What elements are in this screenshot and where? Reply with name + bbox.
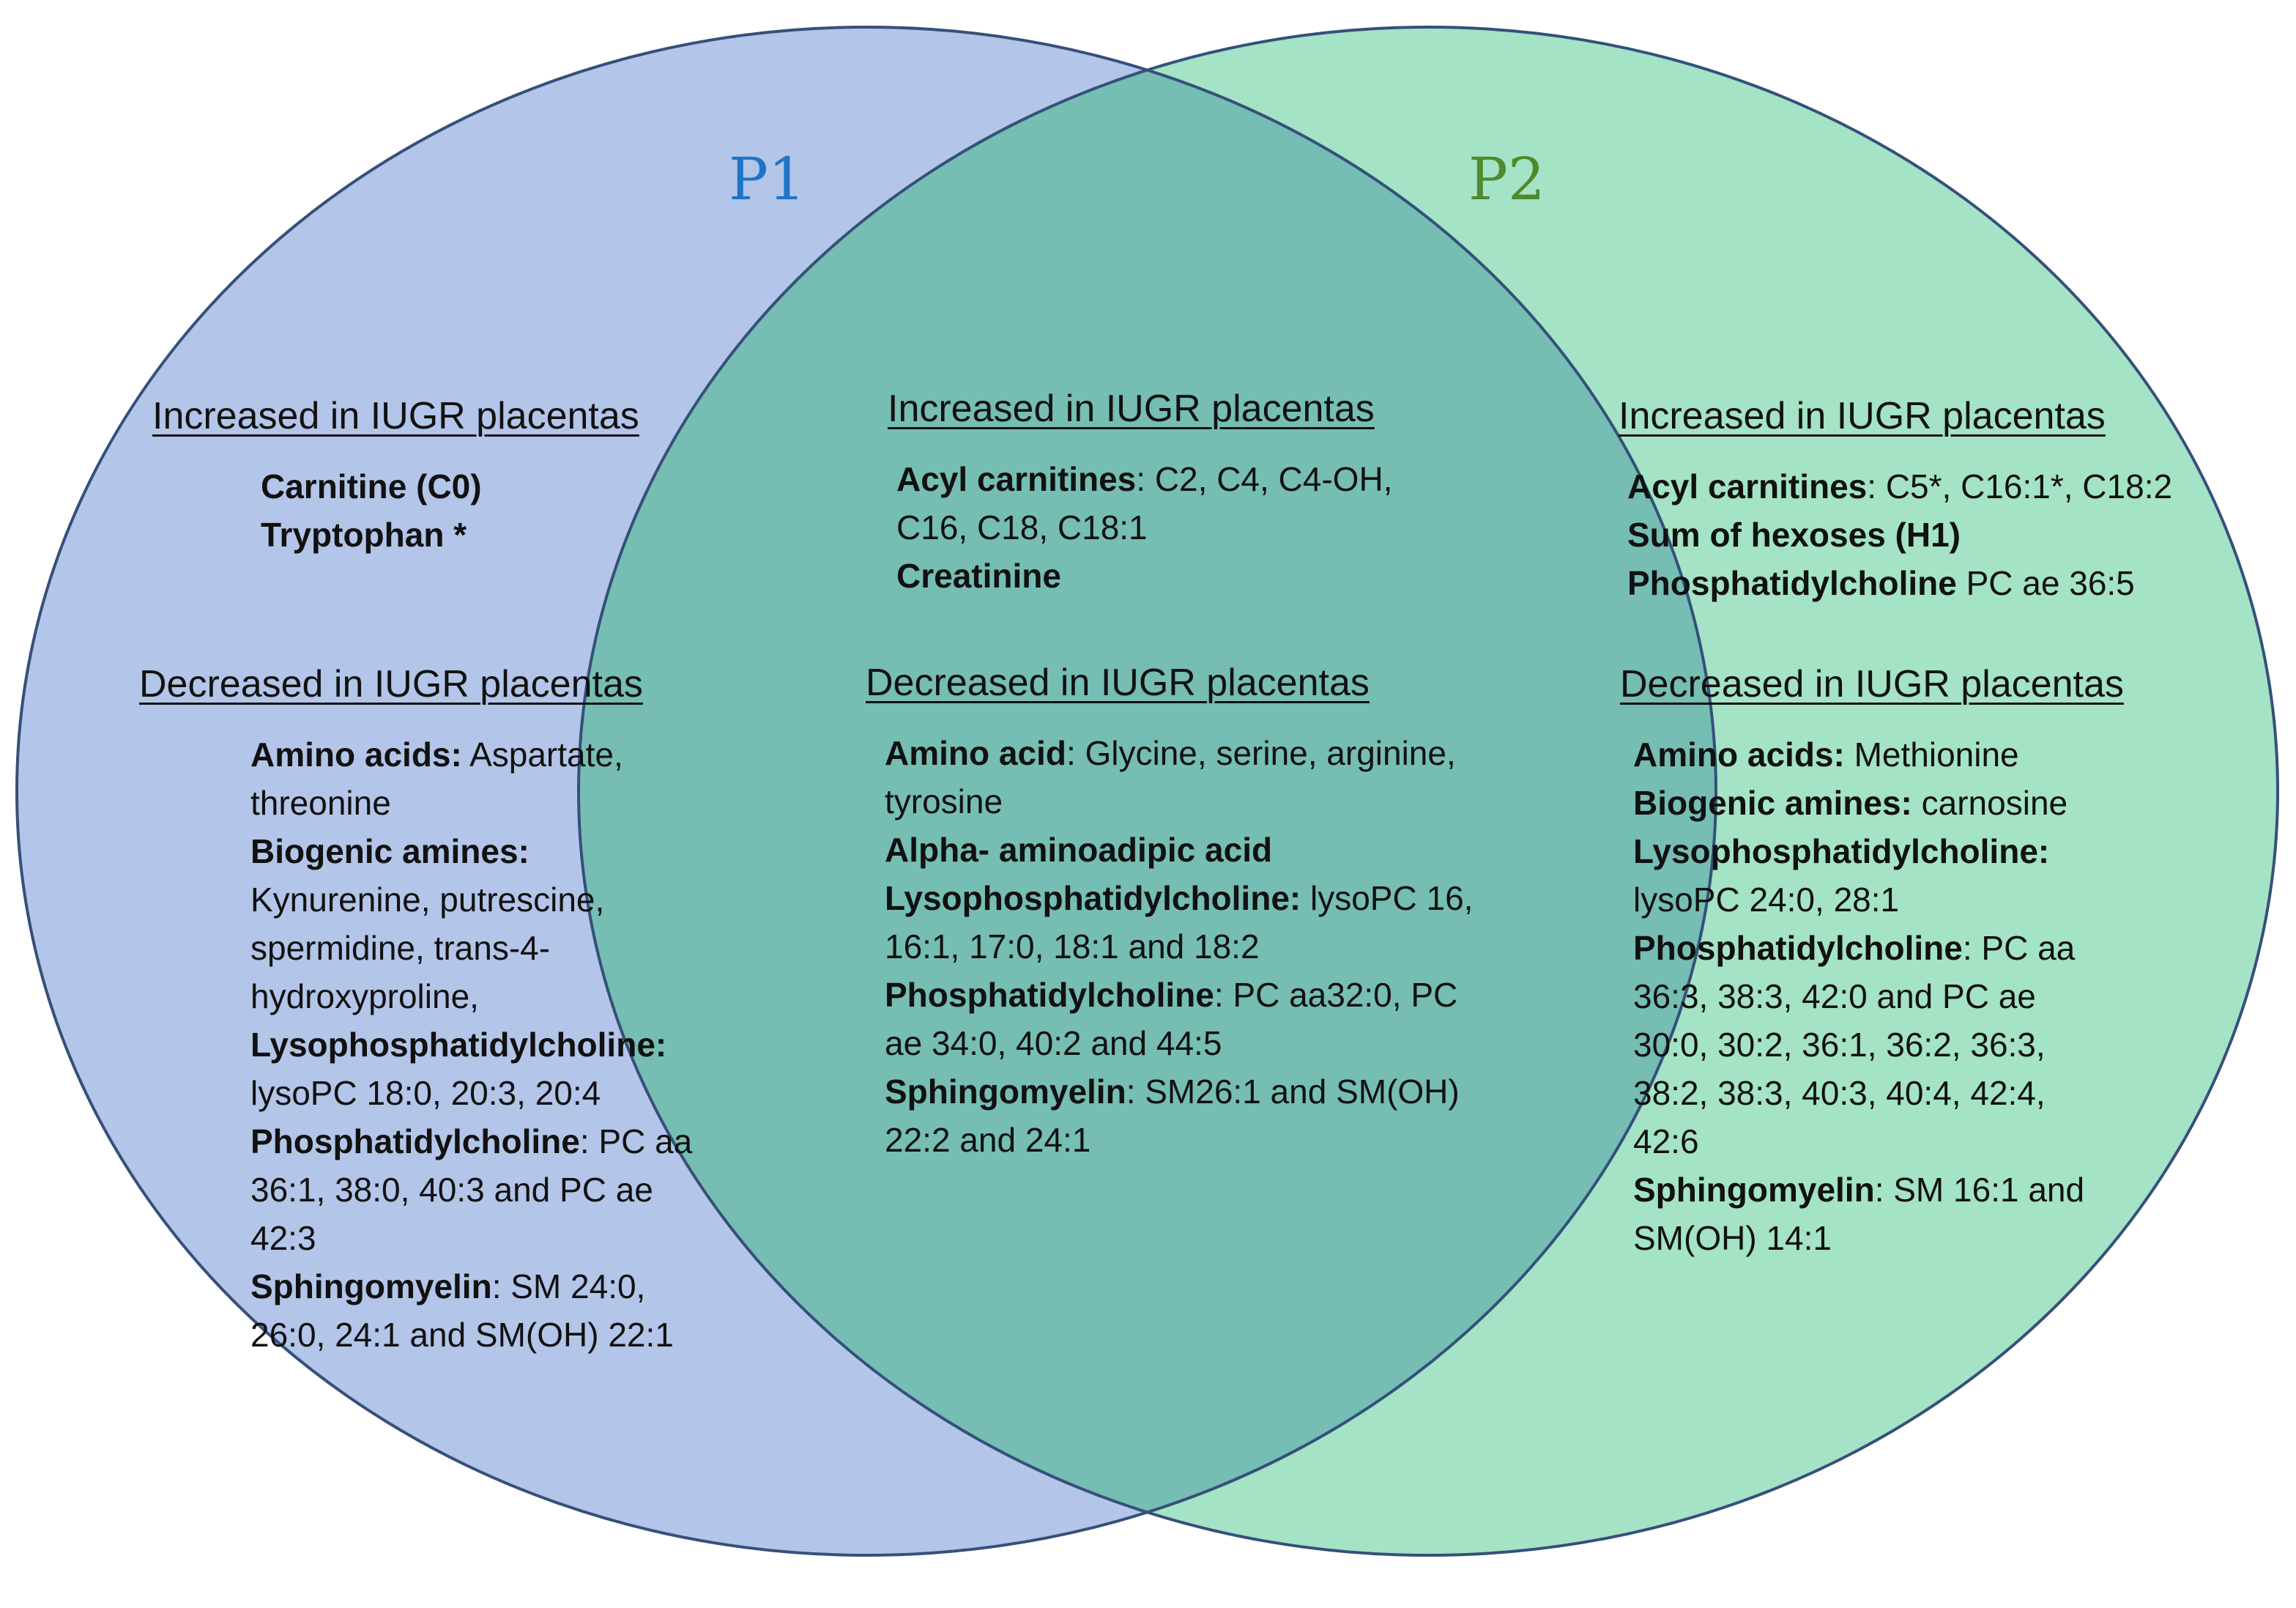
- metabolite-class: Biogenic amines:: [250, 832, 530, 870]
- shared-increased-section: Increased in IUGR placentas Acyl carniti…: [888, 385, 1424, 600]
- set-p1-outline: [15, 26, 1717, 1557]
- metabolite-class: Sphingomyelin: [250, 1267, 492, 1305]
- metabolite-list: Kynurenine, putrescine, spermidine, tran…: [250, 881, 605, 1015]
- metabolite-list: lysoPC 18:0, 20:3, 20:4: [250, 1074, 601, 1112]
- metabolite-class: Phosphatidylcholine: [250, 1122, 580, 1160]
- metabolite-item: Sphingomyelin: SM 16:1 and SM(OH) 14:1: [1633, 1166, 2117, 1262]
- metabolite-class: Phosphatidylcholine: [885, 976, 1214, 1014]
- metabolite-class: Sum of hexoses (H1): [1627, 516, 1961, 554]
- metabolite-item: Biogenic amines: carnosine: [1633, 779, 2117, 827]
- metabolite-list: : SM 16:1 and SM(OH) 14:1: [1633, 1171, 2085, 1257]
- p1-increased-heading: Increased in IUGR placentas: [152, 395, 639, 437]
- metabolite-item: Sphingomyelin: SM26:1 and SM(OH) 22:2 an…: [885, 1067, 1500, 1164]
- metabolite-item: Amino acid: Glycine, serine, arginine, t…: [885, 729, 1500, 826]
- metabolite-item: Phosphatidylcholine: PC aa32:0, PC ae 34…: [885, 971, 1500, 1067]
- metabolite-list: PC ae 36:5: [1956, 564, 2135, 602]
- p2-increased-section: Increased in IUGR placentas Acyl carniti…: [1619, 393, 2213, 607]
- metabolite-item: Biogenic amines: Kynurenine, putrescine,…: [250, 827, 705, 1020]
- metabolite-list: : C2, C4, C4-OH, C16, C18, C18:1: [896, 460, 1393, 547]
- metabolite-item: Tryptophan *: [261, 511, 639, 559]
- metabolite-class: Creatinine: [896, 557, 1061, 595]
- set-p2-label: P2: [1468, 145, 1545, 213]
- metabolite-list: : PC aa32:0, PC ae 34:0, 40:2 and 44:5: [885, 976, 1458, 1062]
- metabolite-list: Aspartate, threonine: [250, 736, 623, 822]
- metabolite-item: Acyl carnitines: C5*, C16:1*, C18:2: [1627, 462, 2213, 511]
- p1-increased-section: Increased in IUGR placentas Carnitine (C…: [152, 393, 639, 559]
- set-p2-outline: [577, 26, 2279, 1557]
- metabolite-class: Alpha- aminoadipic acid: [885, 831, 1273, 869]
- p1-decreased-section: Decreased in IUGR placentas Amino acids:…: [139, 661, 705, 1359]
- metabolite-list: : SM 24:0, 26:0, 24:1 and SM(OH) 22:1: [250, 1267, 674, 1354]
- shared-decreased-heading: Decreased in IUGR placentas: [866, 662, 1370, 704]
- metabolite-item: Acyl carnitines: C2, C4, C4-OH, C16, C18…: [896, 455, 1424, 552]
- metabolite-class: Amino acids:: [1633, 736, 1845, 774]
- metabolite-list: : C5*, C16:1*, C18:2: [1867, 467, 2173, 505]
- set-p1-label: P1: [729, 145, 806, 213]
- metabolite-class: Lysophosphatidylcholine:: [1633, 832, 2050, 870]
- metabolite-class: Phosphatidylcholine: [1633, 929, 1963, 967]
- metabolite-class: Phosphatidylcholine: [1627, 564, 1957, 602]
- metabolite-list: : Glycine, serine, arginine, tyrosine: [885, 734, 1456, 820]
- metabolite-item: Creatinine: [896, 552, 1424, 600]
- metabolite-item: Phosphatidylcholine PC ae 36:5: [1627, 559, 2213, 607]
- metabolite-class: Carnitine (C0): [261, 467, 482, 505]
- p1-increased-list: Carnitine (C0) Tryptophan *: [152, 462, 639, 559]
- metabolite-class: Amino acids:: [250, 736, 462, 774]
- metabolite-class: Biogenic amines:: [1633, 784, 1912, 822]
- metabolite-class: Sphingomyelin: [1633, 1171, 1875, 1209]
- metabolite-list: : SM26:1 and SM(OH) 22:2 and 24:1: [885, 1072, 1460, 1159]
- shared-increased-list: Acyl carnitines: C2, C4, C4-OH, C16, C18…: [888, 455, 1424, 600]
- metabolite-class: Lysophosphatidylcholine:: [250, 1026, 667, 1064]
- metabolite-item: Phosphatidylcholine: PC aa 36:1, 38:0, 4…: [250, 1117, 705, 1262]
- metabolite-item: Phosphatidylcholine: PC aa 36:3, 38:3, 4…: [1633, 924, 2117, 1166]
- metabolite-item: Sum of hexoses (H1): [1627, 511, 2213, 559]
- metabolite-item: Sphingomyelin: SM 24:0, 26:0, 24:1 and S…: [250, 1262, 705, 1359]
- metabolite-class: Sphingomyelin: [885, 1072, 1126, 1111]
- metabolite-item: Alpha- aminoadipic acid: [885, 826, 1500, 874]
- metabolite-list: : PC aa 36:3, 38:3, 42:0 and PC ae 30:0,…: [1633, 929, 2076, 1160]
- metabolite-class: Lysophosphatidylcholine:: [885, 879, 1301, 917]
- metabolite-item: Lysophosphatidylcholine: lysoPC 16, 16:1…: [885, 874, 1500, 971]
- metabolite-item: Amino acids: Methionine: [1633, 730, 2117, 779]
- metabolite-list: carnosine: [1912, 784, 2068, 822]
- metabolite-list: lysoPC 16, 16:1, 17:0, 18:1 and 18:2: [885, 879, 1474, 966]
- metabolite-list: Methionine: [1844, 736, 2019, 774]
- shared-decreased-list: Amino acid: Glycine, serine, arginine, t…: [866, 729, 1500, 1164]
- metabolite-class: Tryptophan *: [261, 516, 467, 554]
- metabolite-item: Amino acids: Aspartate, threonine: [250, 730, 705, 827]
- metabolite-item: Lysophosphatidylcholine: lysoPC 24:0, 28…: [1633, 827, 2117, 924]
- p2-decreased-section: Decreased in IUGR placentas Amino acids:…: [1620, 661, 2124, 1262]
- metabolite-list: : PC aa 36:1, 38:0, 40:3 and PC ae 42:3: [250, 1122, 693, 1257]
- metabolite-class: Acyl carnitines: [1627, 467, 1868, 505]
- p2-decreased-heading: Decreased in IUGR placentas: [1620, 663, 2124, 705]
- shared-increased-heading: Increased in IUGR placentas: [888, 388, 1375, 430]
- p2-increased-heading: Increased in IUGR placentas: [1619, 395, 2106, 437]
- metabolite-list: lysoPC 24:0, 28:1: [1633, 881, 1900, 919]
- metabolite-item: Lysophosphatidylcholine: lysoPC 18:0, 20…: [250, 1020, 705, 1117]
- shared-decreased-section: Decreased in IUGR placentas Amino acid: …: [866, 659, 1500, 1164]
- metabolite-class: Acyl carnitines: [896, 460, 1137, 498]
- overlap-region: [579, 27, 1716, 1555]
- p1-decreased-heading: Decreased in IUGR placentas: [139, 663, 643, 705]
- metabolite-item: Carnitine (C0): [261, 462, 639, 511]
- metabolite-class: Amino acid: [885, 734, 1066, 772]
